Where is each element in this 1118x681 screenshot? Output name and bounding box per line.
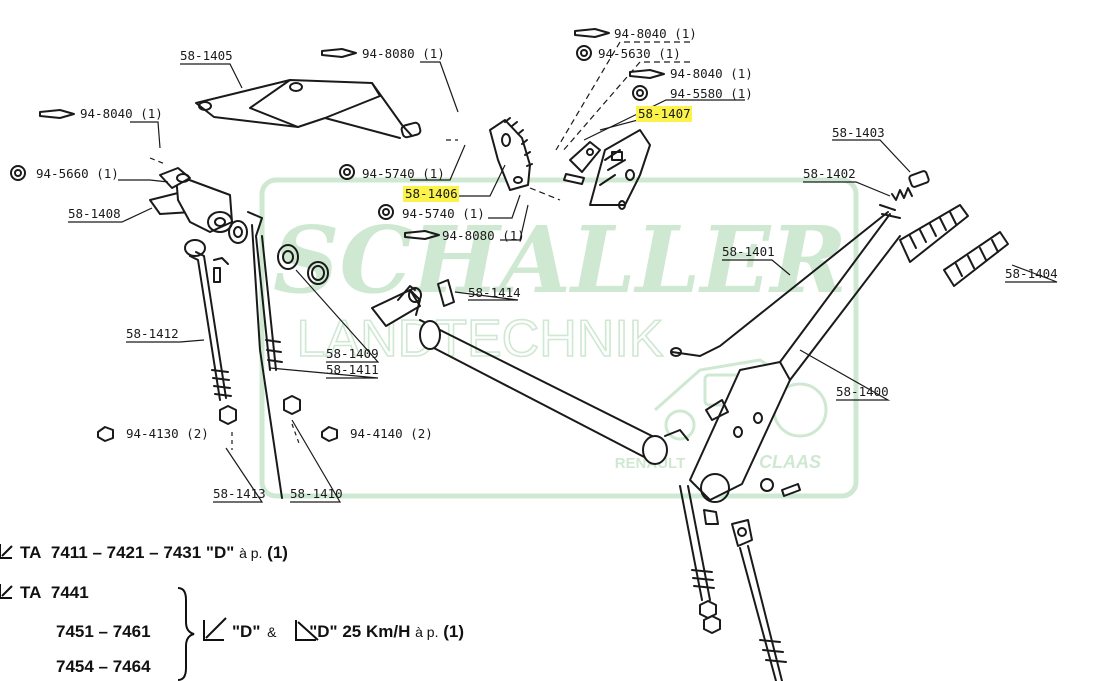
- note-line-1-suffix: "D": [205, 543, 235, 562]
- label-94-5630: 94-5630 (1): [598, 46, 681, 61]
- guide-58-1407: [563, 129, 651, 210]
- label-94-5740-a: 94-5740 (1): [362, 166, 445, 181]
- note-line-4-models: 7454 – 7464: [56, 657, 151, 676]
- nut-b: [283, 395, 301, 415]
- label-58-1401: 58-1401: [722, 244, 775, 259]
- highlight-58-1407: [636, 106, 692, 122]
- nut-a: [219, 405, 237, 425]
- handle-arm: [689, 204, 901, 503]
- label-94-5740-b: 94-5740 (1): [402, 206, 485, 221]
- rod-58-1401: [671, 211, 889, 357]
- cotter-pin-icon: [39, 28, 665, 240]
- washer-icon: [10, 45, 648, 220]
- cap-58-1403: [908, 170, 930, 188]
- note-line-3-models: 7451 – 7461: [56, 622, 151, 641]
- note-line-3: 7451 – 7461: [56, 622, 151, 642]
- label-94-4140: 94-4140 (2): [350, 426, 433, 441]
- label-58-1411: 58-1411: [326, 362, 379, 377]
- label-94-5580: 94-5580 (1): [670, 86, 753, 101]
- lower-rod: [679, 485, 787, 681]
- spring-58-1402: [891, 187, 913, 201]
- note-line-1-tail: à p.: [239, 545, 263, 561]
- highlight-58-1406: [403, 186, 459, 202]
- note-line-1-num: (1): [267, 543, 288, 562]
- note-brace-amp: &: [267, 624, 277, 640]
- washer-94-5740-a: [228, 220, 248, 244]
- label-58-1412: 58-1412: [126, 326, 179, 341]
- note-line-1: TA 7411 – 7421 – 7431 "D" à p. (1): [20, 543, 288, 563]
- labels: 58-1405 94-8080 (1) 94-8040 (1) 94-5660 …: [36, 26, 1058, 501]
- label-58-1407: 58-1407: [638, 106, 691, 121]
- label-94-8040-b: 94-8040 (1): [614, 26, 697, 41]
- note-brace-tail: à p.: [415, 624, 439, 640]
- label-58-1408: 58-1408: [68, 206, 121, 221]
- label-94-8080-a: 94-8080 (1): [362, 46, 445, 61]
- note-brace-d1: "D": [232, 622, 261, 641]
- rod-58-1411: [247, 211, 283, 371]
- quadrant-58-1406: [489, 117, 533, 191]
- arrow-box-icon: [0, 544, 319, 641]
- label-58-1402: 58-1402: [803, 166, 856, 181]
- label-58-1410: 58-1410: [290, 486, 343, 501]
- note-line-2: TA 7441: [20, 583, 89, 603]
- note-line-1-models: 7411 – 7421 – 7431: [50, 543, 202, 562]
- washer-58-1409: [277, 244, 299, 270]
- note-line-1-prefix: TA: [20, 543, 42, 562]
- label-58-1413: 58-1413: [213, 486, 266, 501]
- label-58-1404: 58-1404: [1005, 266, 1058, 281]
- bracket-58-1405: [195, 79, 422, 139]
- drawing: [10, 28, 1009, 681]
- label-58-1400: 58-1400: [836, 384, 889, 399]
- notes-brace: [177, 587, 195, 681]
- note-line-4: 7454 – 7464: [56, 657, 151, 677]
- note-brace-num: (1): [443, 622, 464, 641]
- rod-58-1410: [251, 224, 283, 499]
- label-58-1405: 58-1405: [180, 48, 233, 63]
- label-94-8040-c: 94-8040 (1): [670, 66, 753, 81]
- grip-58-1404: [899, 204, 1009, 287]
- watermark-badge2: CLAAS: [759, 452, 821, 472]
- watermark: SCHALLER LANDTECHNIK RENAULT CLAAS: [259, 177, 859, 499]
- leader-lines: [68, 41, 1058, 503]
- watermark-frame: [259, 177, 859, 499]
- label-58-1414: 58-1414: [468, 285, 521, 300]
- shaft-58-1400: [371, 285, 689, 465]
- lever-58-1408: [149, 167, 233, 233]
- label-58-1409: 58-1409: [326, 346, 379, 361]
- nut-icon: [97, 426, 338, 442]
- label-94-5660: 94-5660 (1): [36, 166, 119, 181]
- note-brace-text: "D" & "D" 25 Km/H à p. (1): [232, 622, 464, 642]
- label-94-8040-a: 94-8040 (1): [80, 106, 163, 121]
- note-line-2-prefix: TA: [20, 583, 42, 602]
- note-line-2-model: 7441: [50, 583, 89, 602]
- rod-58-1412: [184, 239, 232, 401]
- label-58-1406: 58-1406: [405, 186, 458, 201]
- note-brace-d2: "D" 25 Km/H: [309, 622, 411, 641]
- label-94-8080-b: 94-8080 (1): [442, 228, 525, 243]
- pin-58-1414: [437, 279, 455, 307]
- label-94-4130: 94-4130 (2): [126, 426, 209, 441]
- label-58-1403: 58-1403: [832, 125, 885, 140]
